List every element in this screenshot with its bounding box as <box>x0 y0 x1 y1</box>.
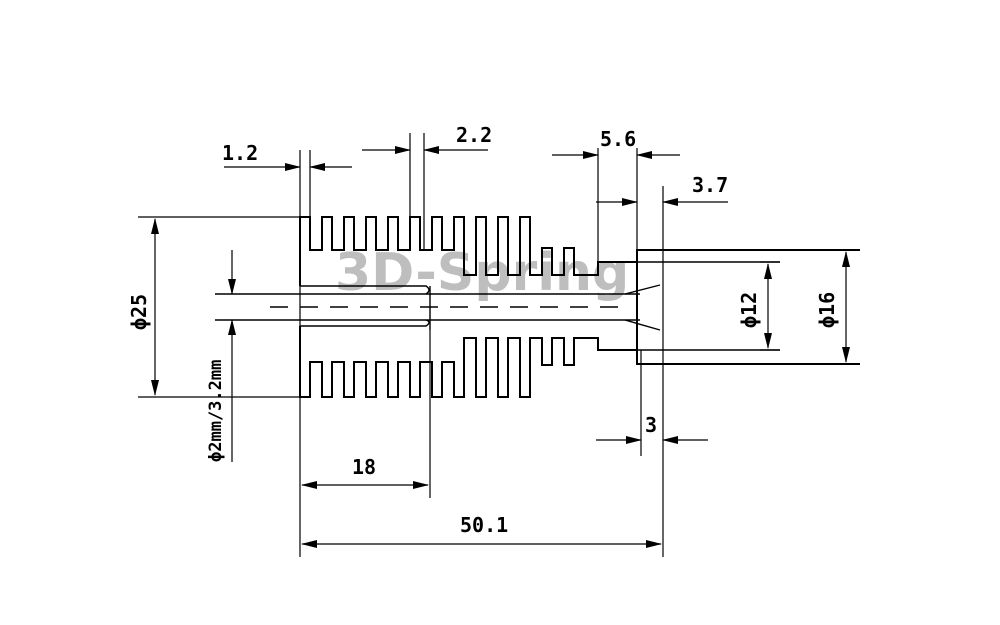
dim-tip-step: 3.7 <box>692 173 728 197</box>
upper-fin-outline <box>299 216 860 286</box>
dim-bore-length: 18 <box>352 455 376 479</box>
dim-hex-outer-diameter: ϕ16 <box>815 292 839 328</box>
bore-taper <box>624 284 661 331</box>
bore-inner-sleeve <box>300 285 430 327</box>
dim-bore-diameter: ϕ2mm/3.2mm <box>206 360 226 462</box>
dim-end-length: 3 <box>645 413 657 437</box>
dim-fin-gap: 2.2 <box>456 123 492 147</box>
dim-tip-width: 5.6 <box>600 127 636 151</box>
lower-fin-outline <box>299 326 860 398</box>
dim-total-length: 50.1 <box>460 513 508 537</box>
dim-hex-inner-diameter: ϕ12 <box>737 292 761 328</box>
watermark: 3D-Spring <box>335 243 629 303</box>
dim-outer-diameter: ϕ25 <box>127 294 151 330</box>
dim-fin-thickness: 1.2 <box>222 141 258 165</box>
